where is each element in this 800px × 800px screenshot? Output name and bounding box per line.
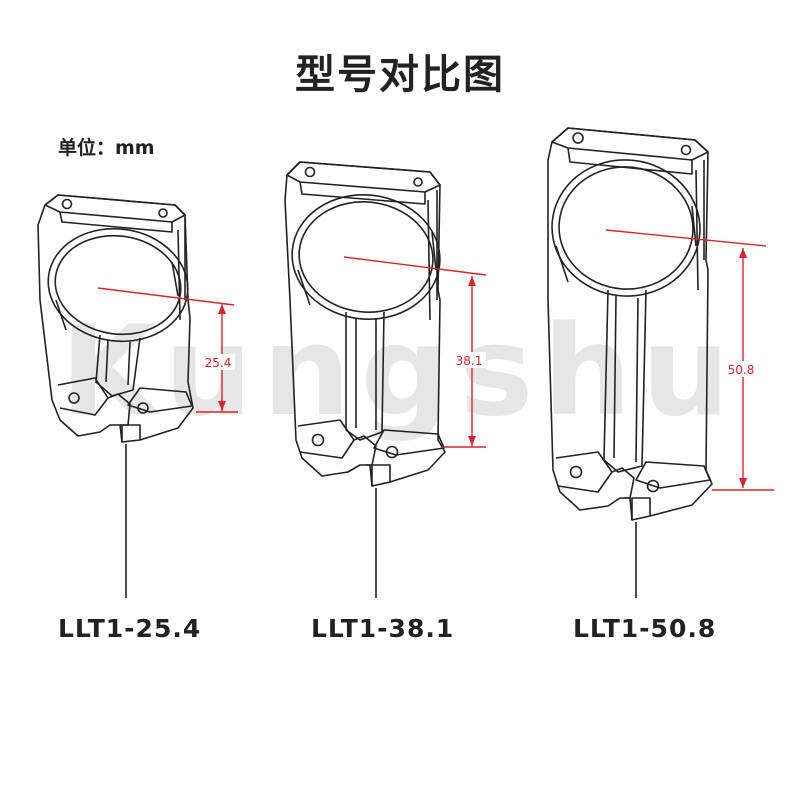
dimension-llt1-38-1: 38.1 xyxy=(343,256,487,448)
bracket-llt1-38-1 xyxy=(284,161,446,487)
dimension-label: 38.1 xyxy=(456,354,483,368)
unit-label: 单位：mm xyxy=(58,137,155,159)
dimension-llt1-50-8: 50.8 xyxy=(605,229,774,491)
bracket-llt1-25-4 xyxy=(37,194,194,443)
dimension-label: 50.8 xyxy=(728,363,755,377)
model-label-llt1-50-8: LLT1-50.8 xyxy=(573,614,717,643)
bracket-llt1-50-8 xyxy=(547,127,713,521)
dimension-llt1-25-4: 25.4 xyxy=(97,287,238,413)
model-label-llt1-38-1: LLT1-38.1 xyxy=(311,614,455,643)
model-label-llt1-25-4: LLT1-25.4 xyxy=(58,614,202,643)
page-title: 型号对比图 xyxy=(295,52,505,98)
dimension-label: 25.4 xyxy=(205,356,232,370)
